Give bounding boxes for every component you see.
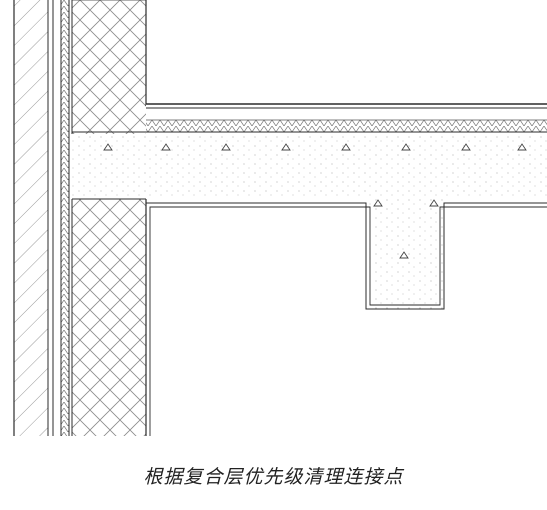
triangle-marker bbox=[399, 251, 409, 259]
aggregate-markers bbox=[103, 143, 527, 259]
insulation-upper bbox=[71, 0, 147, 134]
triangle-marker bbox=[461, 143, 471, 151]
wall-floor-junction-detail bbox=[13, 0, 547, 436]
membrane-layer bbox=[60, 0, 70, 436]
wall-cladding-layer bbox=[13, 0, 54, 436]
triangle-marker bbox=[221, 143, 231, 151]
triangle-marker bbox=[161, 143, 171, 151]
triangle-marker bbox=[373, 199, 383, 207]
floor-finish-layer bbox=[72, 103, 547, 133]
triangle-marker bbox=[341, 143, 351, 151]
triangle-marker bbox=[429, 199, 439, 207]
insulation-lower bbox=[71, 199, 147, 436]
triangle-marker bbox=[103, 143, 113, 151]
concrete-slab bbox=[72, 134, 547, 436]
triangle-marker bbox=[281, 143, 291, 151]
figure-caption: 根据复合层优先级清理连接点 bbox=[143, 466, 404, 488]
triangle-marker bbox=[517, 143, 527, 151]
triangle-marker bbox=[401, 143, 411, 151]
